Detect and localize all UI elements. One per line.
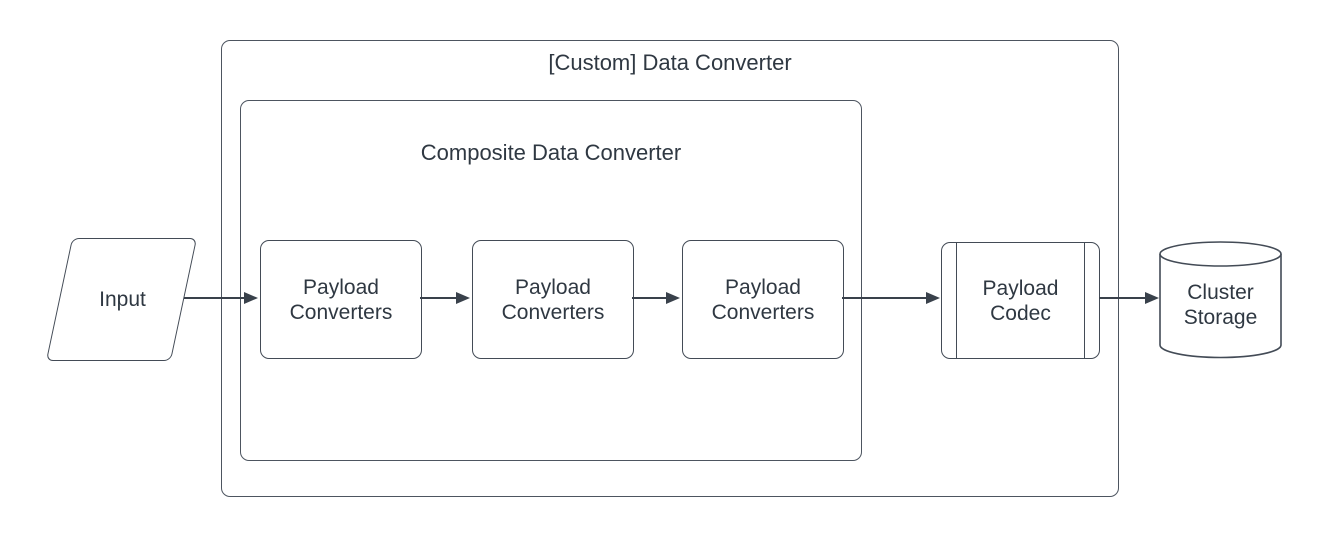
- arrow-head-icon: [926, 291, 940, 304]
- payload-converters-node-1: Payload Converters: [260, 240, 422, 359]
- payload-converters-label-2: Payload Converters: [501, 275, 605, 324]
- arrow-input-to-converter-1: [184, 291, 258, 305]
- cluster-storage-label: Cluster Storage: [1183, 281, 1258, 329]
- arrow-line: [184, 297, 249, 299]
- arrow-head-icon: [456, 291, 470, 304]
- payload-codec-label: Payload Codec: [982, 276, 1059, 325]
- input-node-label: Input: [99, 288, 146, 311]
- payload-codec-node: Payload Codec: [941, 242, 1100, 359]
- composite-data-converter-group: Composite Data Converter Payload Convert…: [240, 100, 862, 461]
- cylinder-shape: [1159, 241, 1282, 359]
- predefined-process-left-bar: [956, 243, 957, 358]
- payload-converters-label-1: Payload Converters: [289, 275, 393, 324]
- composite-data-converter-title: Composite Data Converter: [420, 140, 682, 165]
- arrow-head-icon: [1145, 291, 1159, 304]
- arrow-converter-3-to-codec: [842, 291, 940, 305]
- payload-converters-label-3: Payload Converters: [711, 275, 815, 324]
- payload-converters-node-3: Payload Converters: [682, 240, 844, 359]
- custom-data-converter-group: [Custom] Data Converter Composite Data C…: [221, 40, 1119, 497]
- payload-converters-node-2: Payload Converters: [472, 240, 634, 359]
- custom-data-converter-title: [Custom] Data Converter: [548, 50, 792, 75]
- arrow-line: [632, 297, 671, 299]
- cluster-storage-label-box: Cluster Storage: [1159, 251, 1282, 359]
- cluster-storage-node: [1159, 241, 1282, 359]
- arrow-line: [842, 297, 931, 299]
- arrow-line: [1099, 297, 1150, 299]
- arrow-converter-2-to-converter-3: [632, 291, 680, 305]
- cylinder-body: [1159, 254, 1282, 359]
- predefined-process-right-bar: [1084, 243, 1085, 358]
- input-node-label-box: Input: [46, 238, 199, 361]
- arrow-head-icon: [666, 291, 680, 304]
- arrow-line: [420, 297, 461, 299]
- arrow-head-icon: [244, 291, 258, 304]
- cylinder-top: [1159, 241, 1282, 267]
- arrow-codec-to-storage: [1099, 291, 1159, 305]
- arrow-converter-1-to-converter-2: [420, 291, 470, 305]
